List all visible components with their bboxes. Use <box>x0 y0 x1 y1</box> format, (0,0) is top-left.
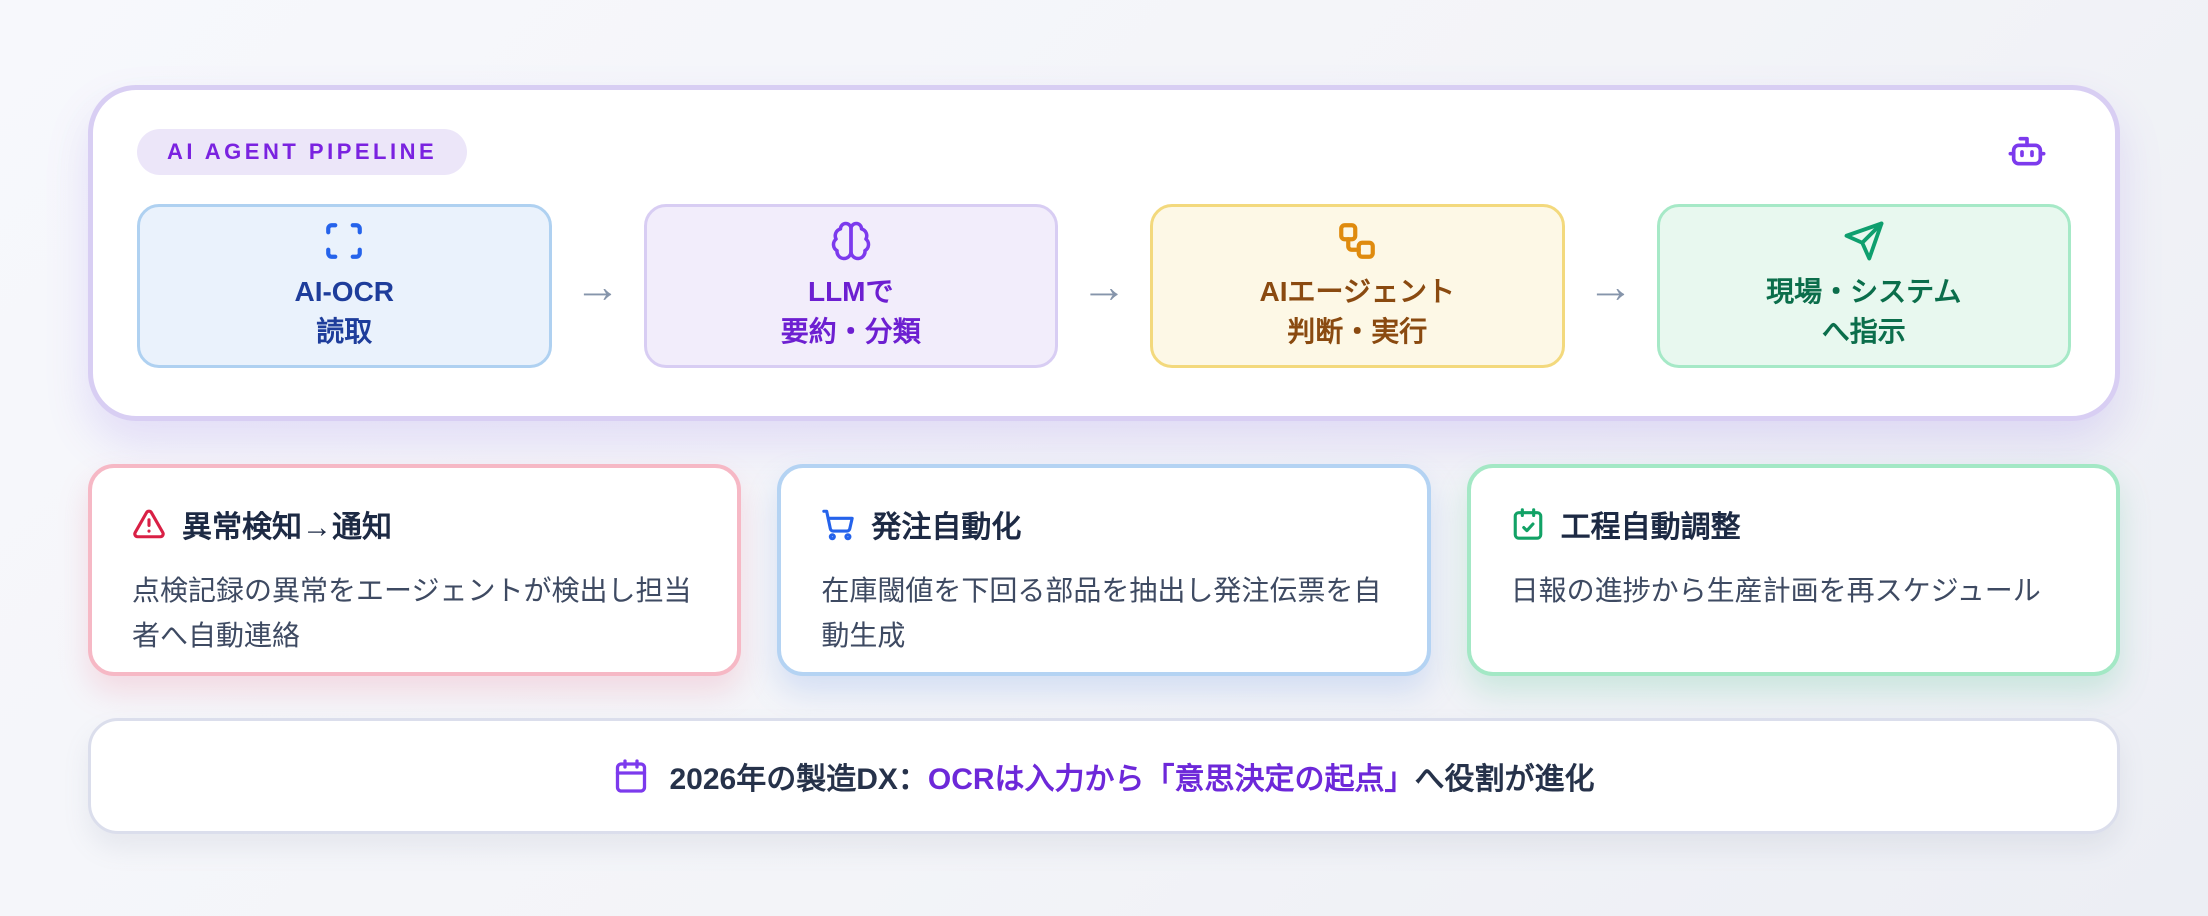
step-label-line2: 読取 <box>316 316 373 347</box>
card-description: 点検記録の異常をエージェントが検出し担当者へ自動連絡 <box>132 575 692 652</box>
calendar-icon <box>613 758 649 794</box>
use-case-cards-row: 異常検知→通知 点検記録の異常をエージェントが検出し担当者へ自動連絡 発注自動化… <box>88 464 2120 676</box>
scan-icon <box>323 220 365 262</box>
bot-icon <box>2007 132 2047 172</box>
shopping-cart-icon <box>821 507 855 541</box>
card-title: 異常検知→通知 <box>182 511 392 544</box>
card-header: 工程自動調整 <box>1511 502 2076 546</box>
pipeline-step-llm: LLMで 要約・分類 <box>643 204 1058 368</box>
card-title: 発注自動化 <box>871 511 1022 544</box>
step-label-line2: へ指示 <box>1821 316 1906 347</box>
step-label-line1: LLMで <box>807 276 894 308</box>
calendar-check-icon <box>1511 507 1545 541</box>
brain-icon <box>830 220 872 262</box>
flow-arrow-icon: → <box>574 260 621 312</box>
pipeline-steps-row: AI-OCR 読取 → LLMで 要約・分類 → AIエージェント 判断・実行 <box>137 204 2071 368</box>
card-anomaly-detection: 異常検知→通知 点検記録の異常をエージェントが検出し担当者へ自動連絡 <box>88 464 742 676</box>
flow-arrow-icon: → <box>1081 260 1127 312</box>
pipeline-step-ai-agent: AIエージェント 判断・実行 <box>1150 204 1565 368</box>
card-header: 異常検知→通知 <box>132 502 697 546</box>
send-icon <box>1843 220 1885 262</box>
step-label-line1: AI-OCR <box>294 276 395 308</box>
pipeline-panel: AI AGENT PIPELINE AI-OCR 読取 → LLMで 要約・分類 <box>88 85 2120 421</box>
card-header: 発注自動化 <box>821 502 1386 546</box>
step-label: AI-OCR 読取 <box>294 272 394 352</box>
pipeline-step-ai-ocr: AI-OCR 読取 <box>137 204 552 368</box>
flow-arrow-icon: → <box>1587 260 1634 312</box>
pipeline-step-field-system: 現場・システム へ指示 <box>1656 204 2071 368</box>
step-label-line1: 現場・システム <box>1766 276 1962 308</box>
summary-text-highlight: OCRは入力から「意思決定の起点」 <box>927 763 1415 796</box>
card-schedule-adjustment: 工程自動調整 日報の進捗から生産計画を再スケジュール <box>1466 464 2120 676</box>
summary-text: 2026年の製造DX：OCRは入力から「意思決定の起点」へ役割が進化 <box>669 754 1594 798</box>
pipeline-badge: AI AGENT PIPELINE <box>137 129 468 175</box>
summary-text-prefix: 2026年の製造DX： <box>669 763 928 796</box>
step-label: LLMで 要約・分類 <box>781 272 921 352</box>
summary-banner: 2026年の製造DX：OCRは入力から「意思決定の起点」へ役割が進化 <box>88 718 2120 834</box>
step-label-line2: 要約・分類 <box>780 316 921 347</box>
pipeline-header: AI AGENT PIPELINE <box>137 128 2071 176</box>
card-title: 工程自動調整 <box>1560 511 1741 544</box>
card-order-automation: 発注自動化 在庫閾値を下回る部品を抽出し発注伝票を自動生成 <box>777 464 1431 676</box>
step-label: 現場・システム へ指示 <box>1766 272 1961 352</box>
summary-text-suffix: へ役割が進化 <box>1414 763 1595 796</box>
step-label-line1: AIエージェント <box>1259 276 1455 308</box>
step-label: AIエージェント 判断・実行 <box>1260 272 1455 352</box>
card-description: 日報の進捗から生産計画を再スケジュール <box>1510 575 2041 606</box>
workflow-icon <box>1336 220 1378 262</box>
alert-triangle-icon <box>132 507 166 541</box>
card-description: 在庫閾値を下回る部品を抽出し発注伝票を自動生成 <box>821 575 1382 652</box>
step-label-line2: 判断・実行 <box>1287 316 1428 347</box>
